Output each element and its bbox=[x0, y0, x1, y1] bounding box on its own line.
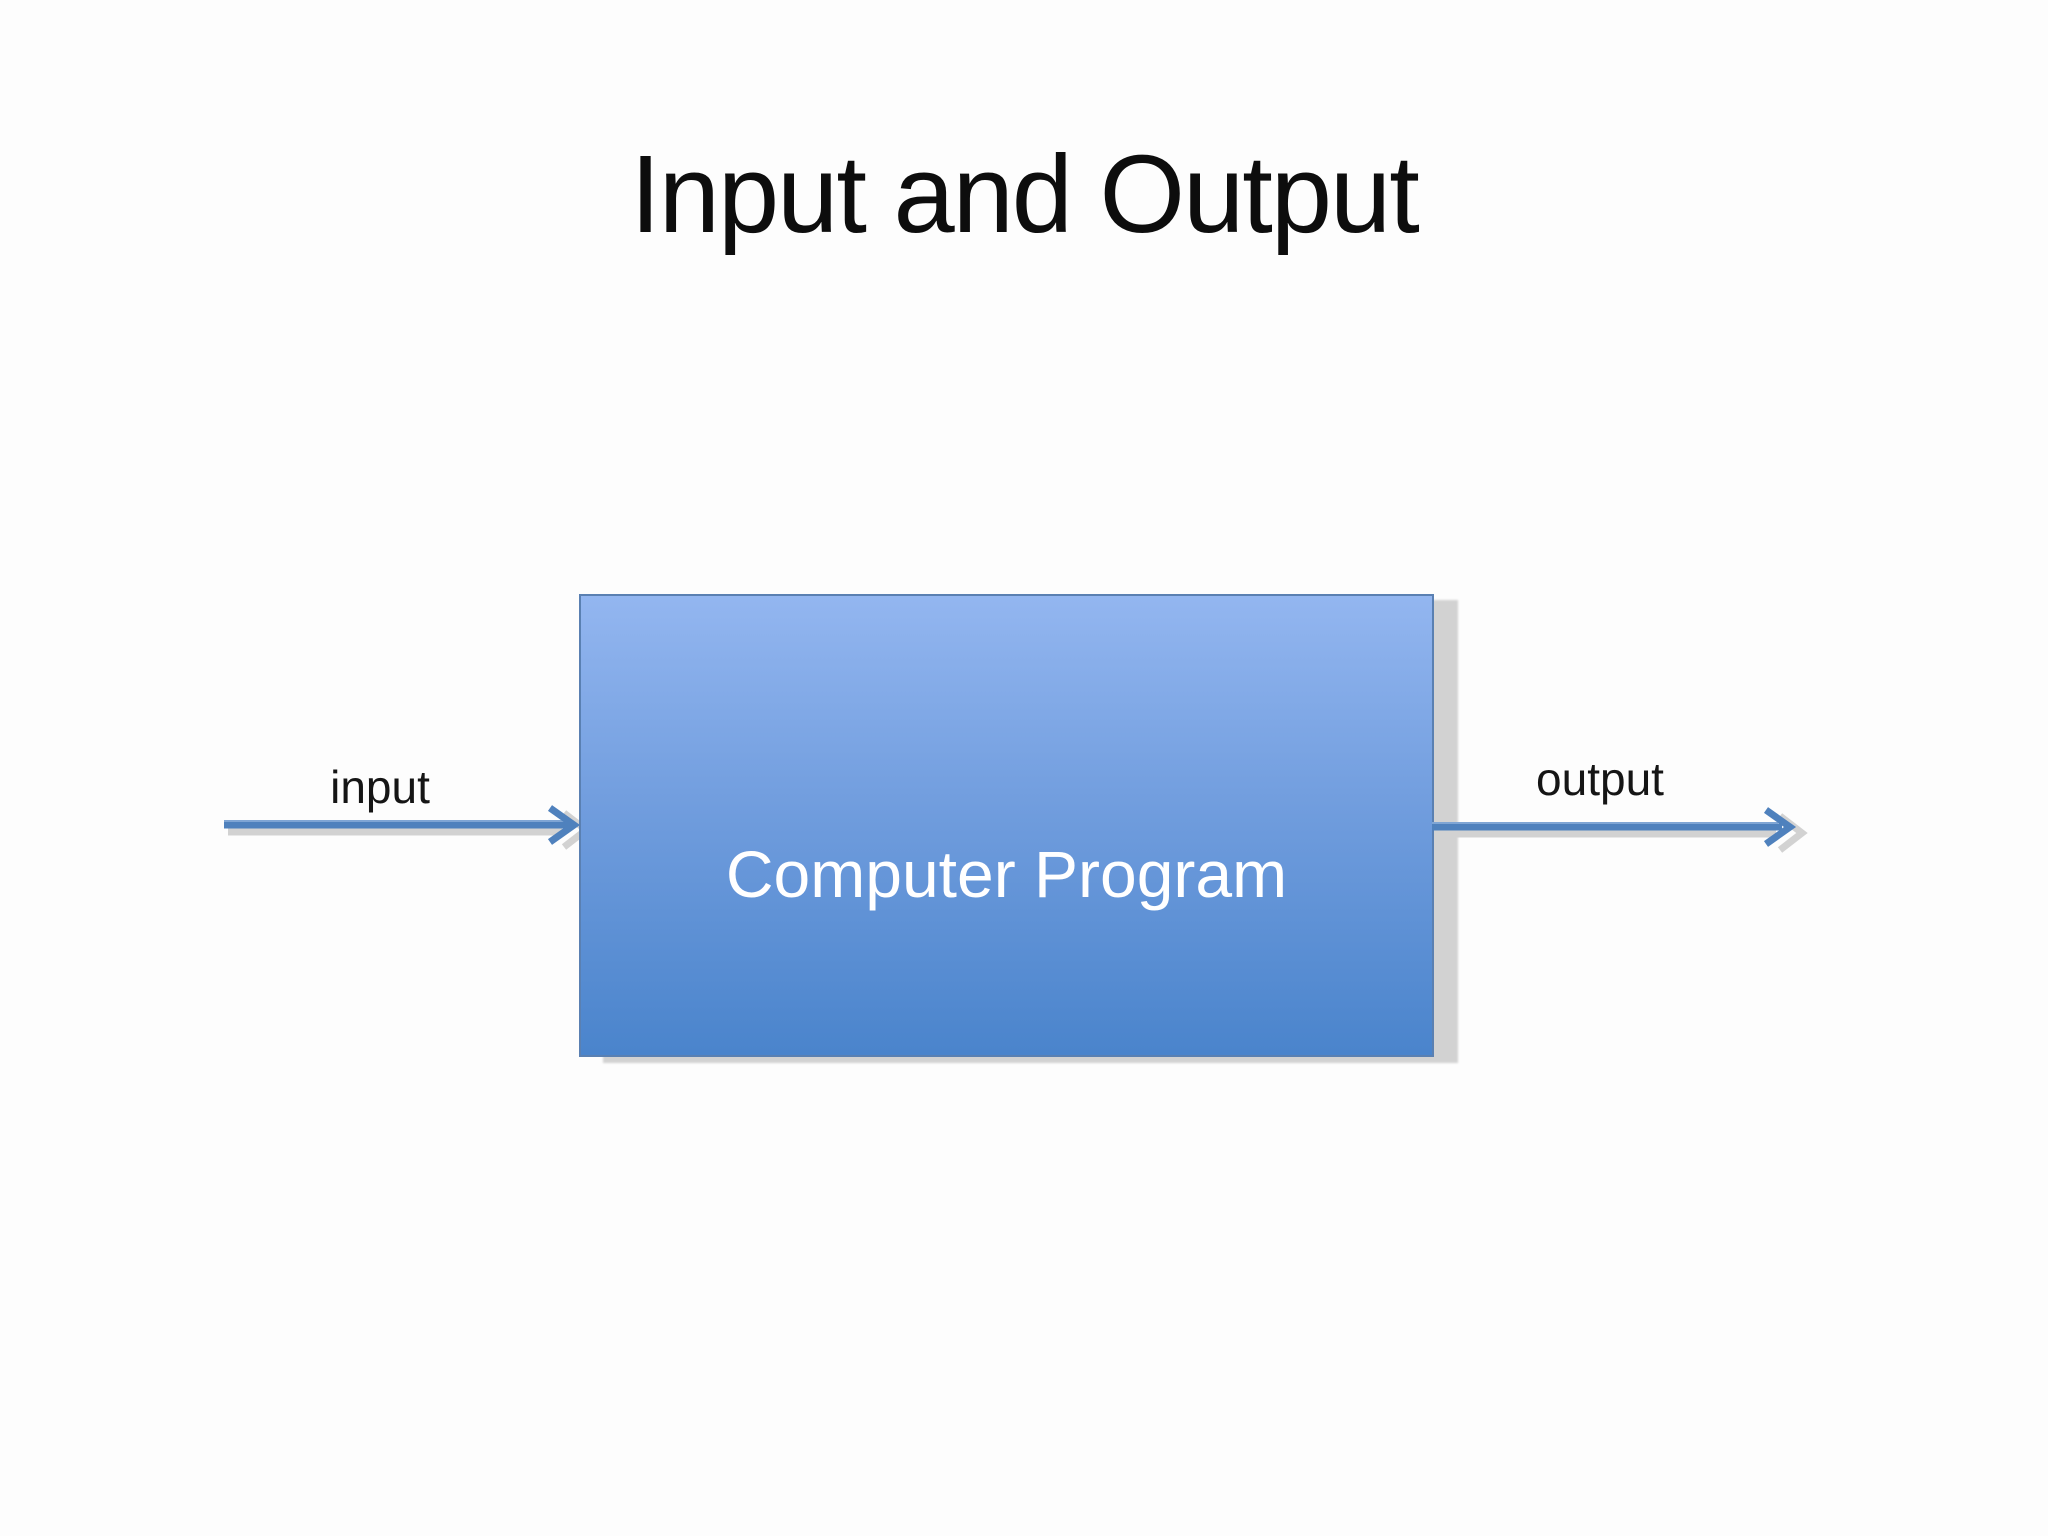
computer-program-box: Computer Program bbox=[579, 594, 1434, 1057]
input-arrow-icon bbox=[224, 805, 592, 850]
output-arrow-icon bbox=[1432, 807, 1808, 853]
computer-program-label: Computer Program bbox=[725, 836, 1288, 911]
output-label: output bbox=[1536, 753, 1664, 805]
input-label: input bbox=[330, 761, 430, 813]
slide-title: Input and Output bbox=[630, 133, 1420, 256]
